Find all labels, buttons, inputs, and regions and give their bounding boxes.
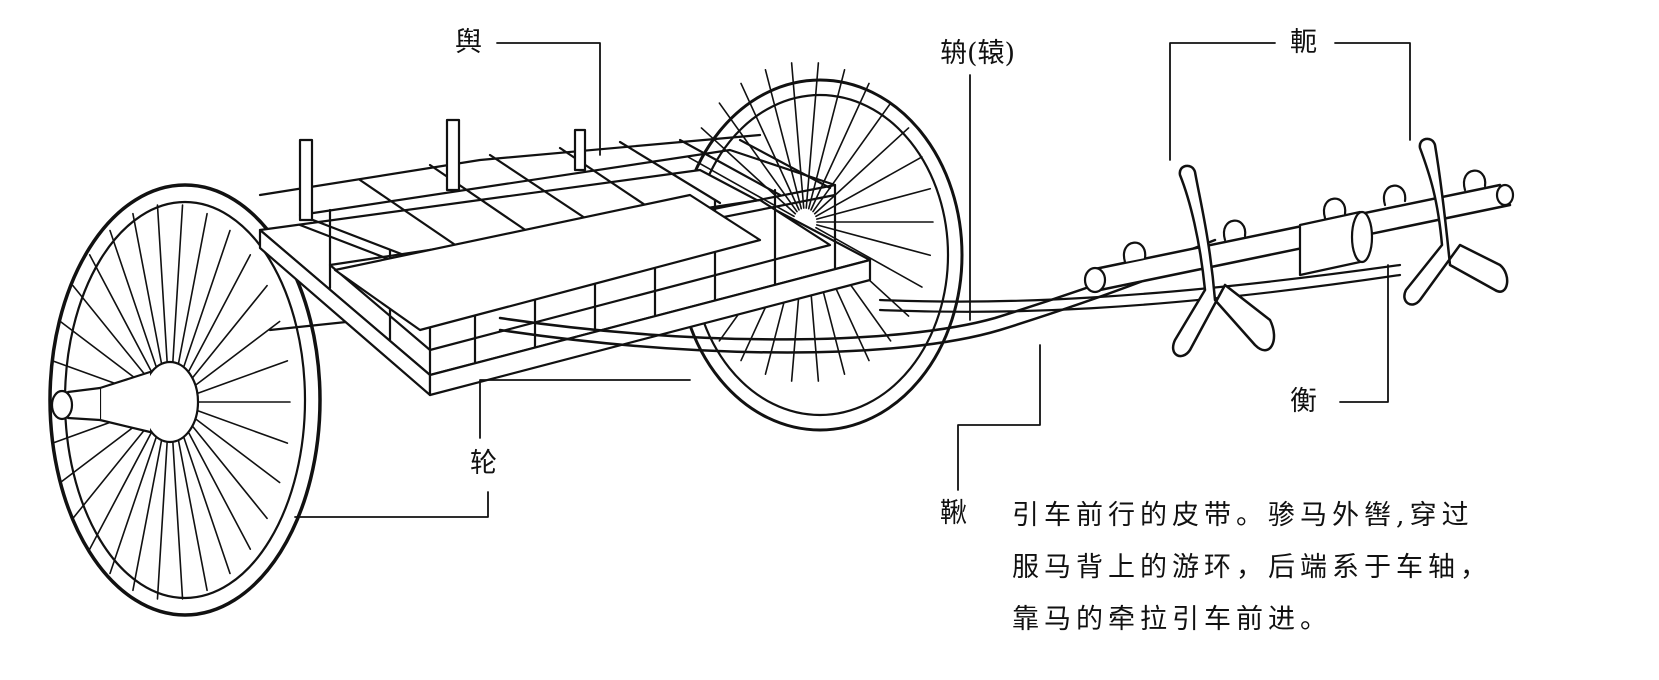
spoke [132, 437, 163, 592]
spoke [740, 82, 800, 211]
description-line-1: 引车前行的皮带。骖马外辔,穿过 [1012, 500, 1474, 531]
yoke-bar [1083, 169, 1515, 294]
spoke [764, 69, 803, 210]
spoke [59, 320, 148, 388]
spoke [190, 423, 268, 520]
spoke [182, 434, 231, 575]
spoke [790, 62, 805, 209]
label-e: 軛 [1290, 27, 1317, 58]
spoke [700, 127, 797, 215]
leader-lines [294, 42, 1411, 518]
spoke [718, 102, 798, 213]
front-wheel [48, 183, 322, 617]
spoke [156, 438, 169, 600]
spoke [177, 212, 208, 367]
spoke [132, 212, 163, 367]
label-yu: 舆 [455, 27, 482, 58]
spoke [194, 360, 289, 395]
spoke [805, 62, 820, 209]
spoke [177, 437, 208, 592]
spoke [109, 434, 158, 575]
spoke [186, 254, 252, 375]
spoke [194, 409, 289, 444]
spoke [192, 320, 281, 388]
spoke [186, 429, 252, 550]
spoke [812, 102, 892, 213]
spoke [815, 187, 932, 220]
label-qiu: 鞦 [940, 498, 967, 529]
spoke [72, 423, 150, 520]
carriage-box [258, 118, 872, 397]
spoke [156, 204, 169, 366]
description-line-3: 靠马的牵拉引车前进。 [1012, 604, 1332, 635]
spoke [171, 438, 184, 600]
spoke [72, 284, 150, 381]
description-line-2: 服马背上的游环，后端系于车轴， [1012, 552, 1492, 583]
spoke [182, 229, 231, 370]
spoke [192, 416, 281, 484]
spoke [190, 284, 268, 381]
spoke [88, 254, 154, 375]
label-zhou: 辀(辕) [940, 38, 1016, 69]
spoke [815, 226, 923, 288]
label-lun: 轮 [470, 448, 497, 479]
spoke [815, 156, 923, 218]
spoke [109, 229, 158, 370]
spoke [171, 204, 184, 366]
spoke [88, 429, 154, 550]
spoke [807, 69, 846, 210]
spoke [813, 127, 910, 215]
label-heng: 衡 [1290, 386, 1317, 417]
yoke-saddle-right [1403, 137, 1509, 306]
yoke-saddle-left [1172, 164, 1276, 358]
